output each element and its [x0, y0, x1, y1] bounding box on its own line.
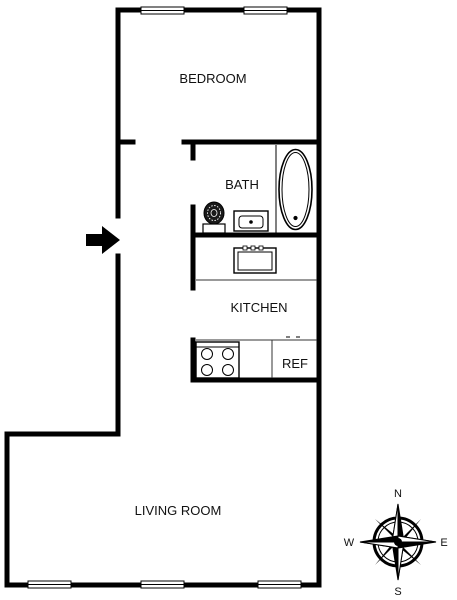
compass-west-label: W	[344, 537, 355, 549]
room-label-living-room: LIVING ROOM	[135, 503, 222, 518]
interior-walls	[115, 139, 322, 383]
window-living-right	[257, 580, 302, 589]
appliance-label-ref: REF	[282, 356, 308, 371]
room-label-bedroom: BEDROOM	[179, 71, 246, 86]
window-living-left	[27, 580, 72, 589]
compass-south-label: S	[394, 586, 401, 598]
stove-icon	[195, 341, 240, 379]
window-living-middle	[140, 580, 185, 589]
toilet-icon	[202, 201, 226, 234]
compass-rose-icon	[359, 503, 437, 581]
kitchen-counters	[196, 279, 317, 378]
entry-arrow-icon	[86, 226, 120, 254]
room-label-bath: BATH	[225, 177, 259, 192]
window-bedroom-left	[140, 6, 185, 15]
bathtub-icon	[275, 145, 313, 233]
windows	[27, 6, 302, 589]
compass-north-label: N	[394, 488, 402, 500]
room-label-kitchen: KITCHEN	[230, 300, 287, 315]
window-bedroom-right	[243, 6, 288, 15]
sink-icon	[233, 210, 269, 232]
double-sink-icon	[233, 245, 277, 274]
compass-east-label: E	[440, 537, 447, 549]
exterior-walls	[4, 7, 322, 588]
